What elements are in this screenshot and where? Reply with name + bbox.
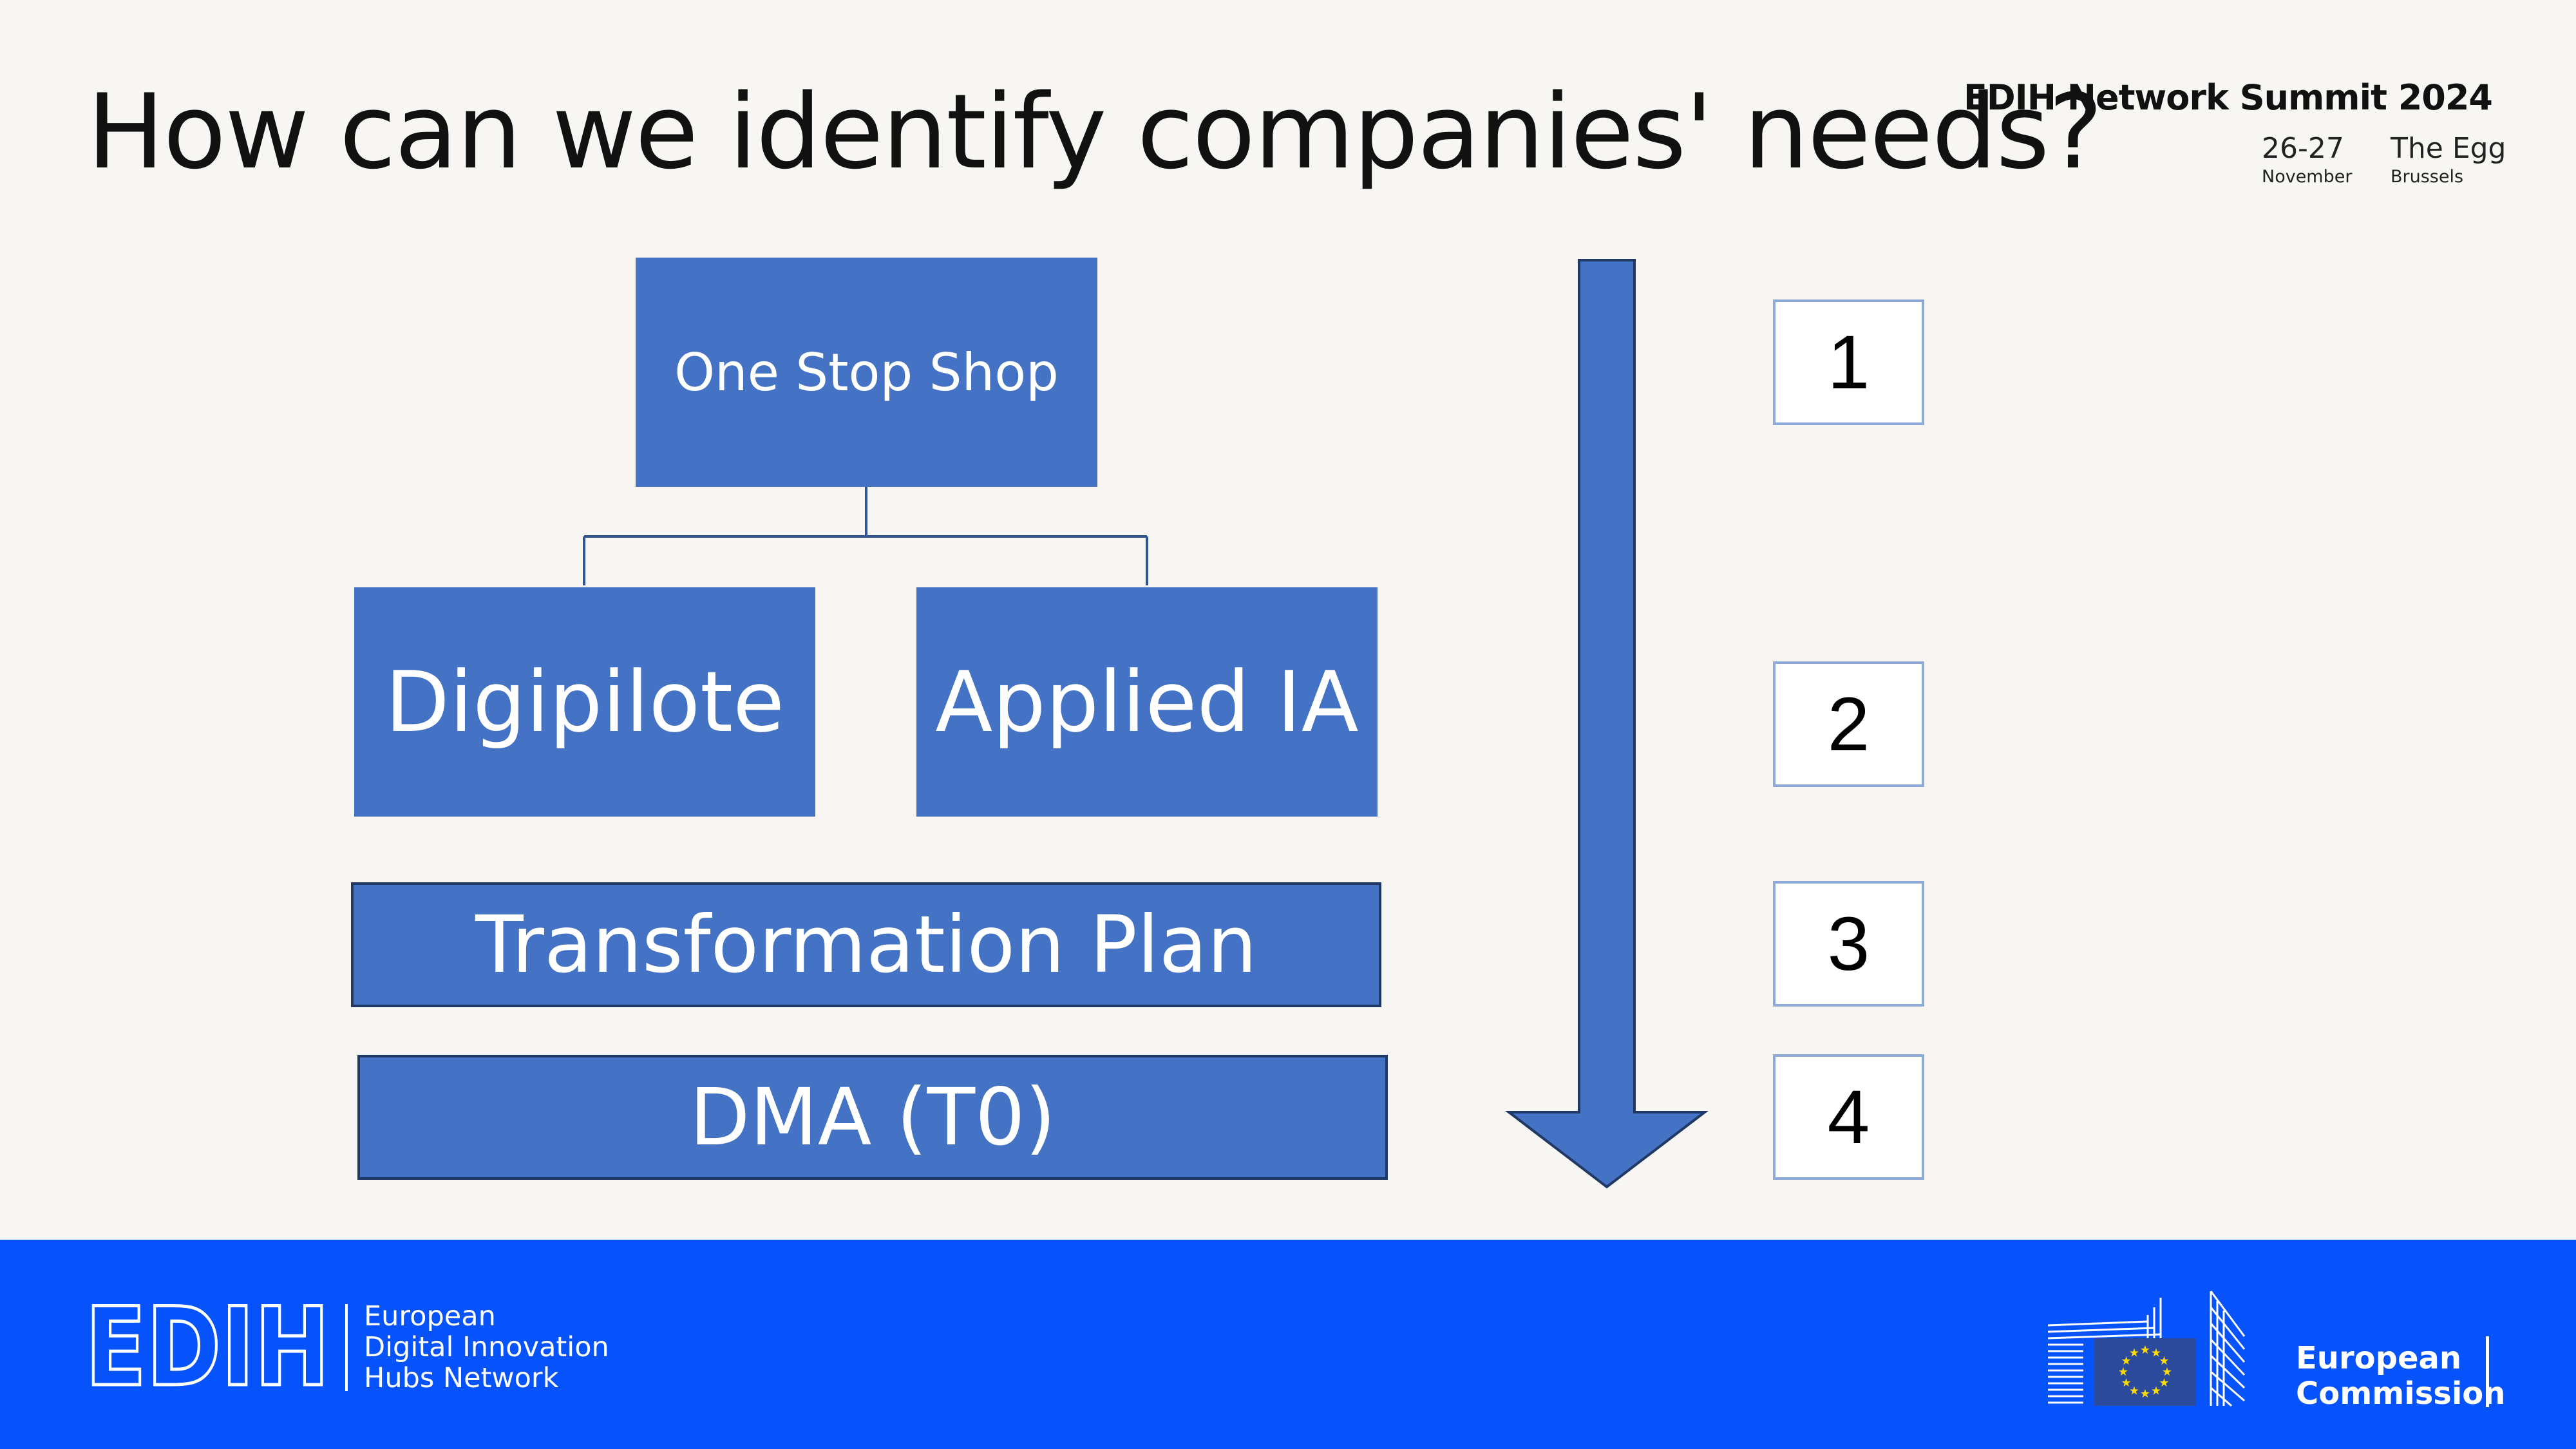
eu-star: ★ (2159, 1376, 2169, 1390)
eu-star: ★ (2159, 1354, 2169, 1368)
step-2-label: 2 (1827, 681, 1870, 767)
step-2-box: 2 (1773, 661, 1924, 787)
down-arrow-icon-shape (1505, 259, 1709, 1189)
step-4-label: 4 (1827, 1074, 1870, 1160)
event-venue: The Egg (2391, 132, 2506, 165)
eu-star: ★ (2129, 1384, 2139, 1397)
eu-star: ★ (2140, 1343, 2150, 1357)
step-1-box: 1 (1773, 299, 1924, 425)
transformation-plan-label: Transformation Plan (475, 899, 1257, 990)
step-4-box: 4 (1773, 1054, 1924, 1180)
eu-star: ★ (2129, 1347, 2139, 1360)
digipilote-label: Digipilote (384, 653, 785, 751)
eu-stars: ★★★★★★★★★★★★ (2118, 1343, 2172, 1401)
step-3-label: 3 (1827, 901, 1870, 987)
digipilote-box: Digipilote (354, 587, 815, 817)
building-lines-right (2210, 1291, 2246, 1407)
step-3-box: 3 (1773, 881, 1924, 1007)
eu-star: ★ (2162, 1365, 2172, 1379)
commission-line-1: European (2296, 1340, 2462, 1376)
event-city: Brussels (2391, 167, 2464, 187)
one-stop-shop-box: One Stop Shop (636, 258, 1097, 487)
transformation-plan-bar: Transformation Plan (351, 882, 1381, 1007)
edih-logo: EDIH (84, 1302, 332, 1392)
dma-label: DMA (T0) (689, 1072, 1056, 1163)
arrow-shape (1505, 259, 1709, 1189)
tree-connector (583, 487, 1148, 585)
applied-ia-box: Applied IA (916, 587, 1378, 817)
eu-star: ★ (2140, 1387, 2150, 1401)
event-name: EDIH Network Summit 2024 (1963, 77, 2493, 118)
step-1-label: 1 (1827, 319, 1870, 405)
european-commission-logo: ★★★★★★★★★★★★ (2047, 1291, 2246, 1407)
commission-line-2: Commission (2296, 1376, 2506, 1412)
commission-divider (2486, 1336, 2489, 1407)
eu-star: ★ (2121, 1354, 2132, 1368)
eu-star: ★ (2151, 1384, 2161, 1397)
event-month: November (2262, 167, 2353, 187)
dma-bar: DMA (T0) (357, 1055, 1388, 1180)
network-line-1: European (364, 1300, 496, 1332)
edih-divider (345, 1304, 348, 1391)
connector-lines (583, 487, 1148, 585)
event-dates: 26-27 (2262, 132, 2344, 165)
network-name: European Digital Innovation Hubs Network (364, 1301, 609, 1394)
applied-ia-label: Applied IA (935, 653, 1359, 751)
network-line-3: Hubs Network (364, 1362, 559, 1394)
eu-star: ★ (2118, 1365, 2128, 1379)
eu-star: ★ (2151, 1347, 2161, 1360)
eu-flag (2094, 1338, 2196, 1406)
edih-logo-text: EDIH (85, 1302, 330, 1392)
eu-star: ★ (2121, 1376, 2132, 1390)
one-stop-shop-label: One Stop Shop (674, 342, 1059, 402)
network-line-2: Digital Innovation (364, 1331, 609, 1363)
commission-name: European Commission (2296, 1341, 2505, 1412)
slide-title: How can we identify companies' needs? (87, 71, 2103, 192)
building-lines-left (2047, 1298, 2162, 1404)
